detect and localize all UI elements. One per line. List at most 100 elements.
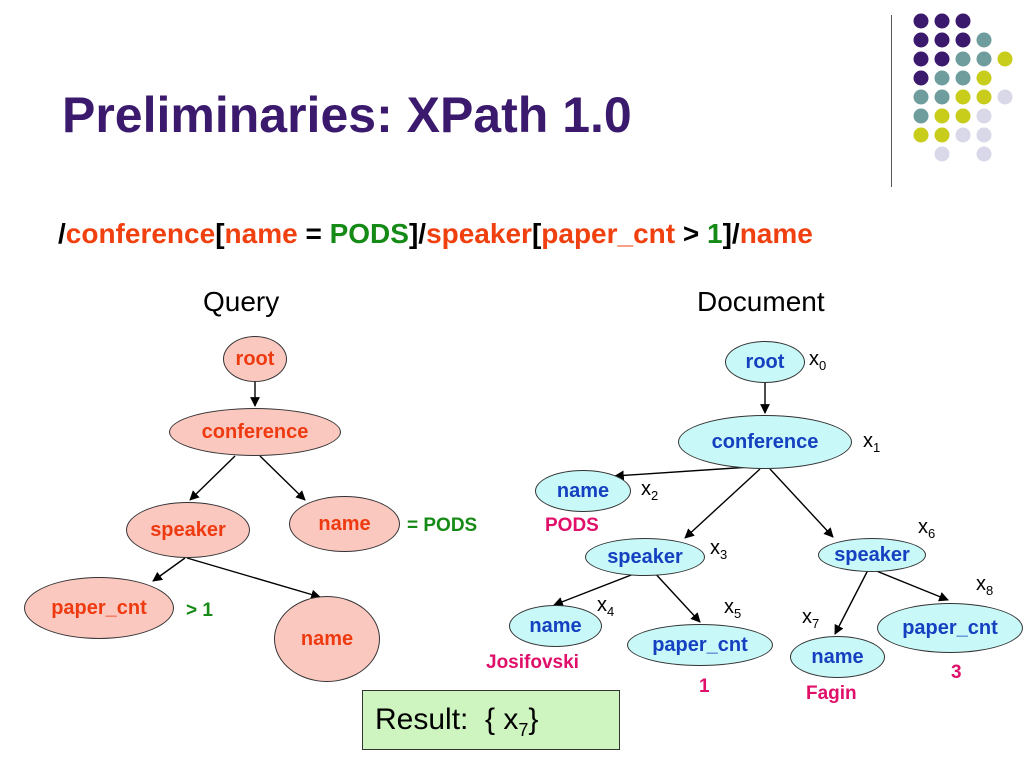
var-index: 3	[720, 547, 728, 562]
var-index: 1	[873, 440, 881, 455]
doc-var-x7: x7	[802, 606, 819, 631]
result-suffix: }	[528, 703, 539, 736]
doc-var-x2: x2	[641, 478, 658, 503]
query-edge	[189, 455, 236, 501]
query-predicate-paper-cnt: > 1	[186, 600, 213, 621]
var-index: 6	[928, 526, 936, 541]
var-index: 8	[986, 583, 994, 598]
doc-edge	[684, 468, 761, 539]
doc-edge	[769, 468, 834, 538]
var-letter: x	[802, 606, 812, 628]
var-letter: x	[710, 537, 720, 559]
decorative-dot	[955, 89, 971, 105]
doc-var-x6: x6	[918, 516, 935, 541]
doc-edge	[553, 569, 645, 607]
decorative-dot	[955, 51, 971, 67]
decorative-dot	[934, 70, 950, 86]
xpath-part: [	[531, 218, 542, 249]
var-letter: x	[863, 430, 873, 452]
decorative-dot	[976, 70, 992, 86]
doc-node-x1: conference	[678, 415, 852, 469]
decorative-dot	[913, 89, 929, 105]
decorative-dot	[955, 13, 971, 29]
var-letter: x	[918, 516, 928, 538]
decorative-divider	[891, 15, 892, 187]
query-edge	[152, 557, 186, 582]
slide-title: Preliminaries: XPath 1.0	[62, 87, 632, 143]
decorative-dot	[934, 127, 950, 143]
result-index: 7	[518, 720, 529, 740]
doc-node-x0: root	[725, 341, 805, 383]
decorative-dot	[913, 127, 929, 143]
xpath-part: [	[215, 218, 225, 249]
query-predicate-name: = PODS	[407, 515, 478, 536]
doc-value-x7: Fagin	[806, 683, 857, 704]
result-box: Result: { x7}	[362, 690, 620, 750]
var-letter: x	[597, 594, 607, 616]
xpath-part: ]/	[408, 218, 427, 249]
doc-node-x8: paper_cnt	[877, 603, 1023, 653]
decorative-dot	[934, 146, 950, 162]
var-index: 7	[812, 616, 820, 631]
xpath-part: ]/	[722, 218, 740, 249]
xpath-value-pods: PODS	[329, 218, 409, 249]
decorative-dot	[934, 89, 950, 105]
var-letter: x	[976, 573, 986, 595]
xpath-step-paper-cnt: paper_cnt	[541, 218, 676, 249]
var-letter: x	[724, 596, 734, 618]
query-edge	[259, 455, 306, 501]
doc-var-x3: x3	[710, 537, 727, 562]
doc-var-x4: x4	[597, 594, 614, 619]
doc-edge	[873, 569, 949, 602]
doc-node-x4: name	[509, 605, 602, 647]
decorative-dot	[976, 89, 992, 105]
decorative-dot	[913, 32, 929, 48]
decorative-dot	[976, 32, 992, 48]
decorative-dot	[976, 127, 992, 143]
var-index: 4	[607, 604, 615, 619]
decorative-dot	[955, 127, 971, 143]
xpath-part: =	[297, 218, 330, 249]
var-index: 5	[734, 606, 742, 621]
xpath-part: /	[58, 218, 66, 249]
query-node-paper-cnt: paper_cnt	[24, 577, 174, 639]
document-label: Document	[697, 286, 825, 317]
var-index: 0	[819, 358, 827, 373]
decorative-dot-grid	[913, 13, 1013, 162]
decorative-dot	[913, 70, 929, 86]
query-node-root: root	[223, 336, 287, 382]
doc-var-x1: x1	[863, 430, 880, 455]
decorative-dot	[913, 13, 929, 29]
doc-value-x8: 3	[951, 662, 962, 683]
xpath-step-conference: conference	[65, 218, 216, 249]
doc-node-x5: paper_cnt	[627, 624, 773, 666]
query-edge	[186, 557, 321, 600]
query-node-name-output: name	[274, 596, 380, 682]
doc-node-x2: name	[535, 470, 631, 512]
doc-edge	[651, 569, 701, 623]
var-index: 2	[651, 488, 659, 503]
doc-var-x8: x8	[976, 573, 993, 598]
doc-value-x5: 1	[699, 676, 710, 697]
doc-node-x3: speaker	[585, 538, 705, 576]
doc-value-x4: Josifovski	[486, 652, 579, 673]
decorative-dot	[955, 108, 971, 124]
doc-var-x0: x0	[809, 348, 826, 373]
doc-value-x2: PODS	[545, 515, 599, 536]
query-node-name: name	[289, 496, 400, 552]
decorative-dot	[934, 108, 950, 124]
var-letter: x	[641, 478, 651, 500]
doc-node-x7: name	[790, 636, 885, 678]
result-prefix: Result: { x	[375, 703, 519, 736]
query-label: Query	[203, 286, 280, 317]
xpath-step-speaker: speaker	[426, 218, 532, 249]
xpath-step-name: name	[224, 218, 298, 249]
decorative-dot	[997, 51, 1013, 67]
decorative-dot	[955, 32, 971, 48]
decorative-dot	[955, 70, 971, 86]
decorative-dot	[976, 146, 992, 162]
xpath-value-one: 1	[707, 218, 723, 249]
query-node-speaker: speaker	[126, 502, 250, 558]
decorative-dot	[976, 108, 992, 124]
